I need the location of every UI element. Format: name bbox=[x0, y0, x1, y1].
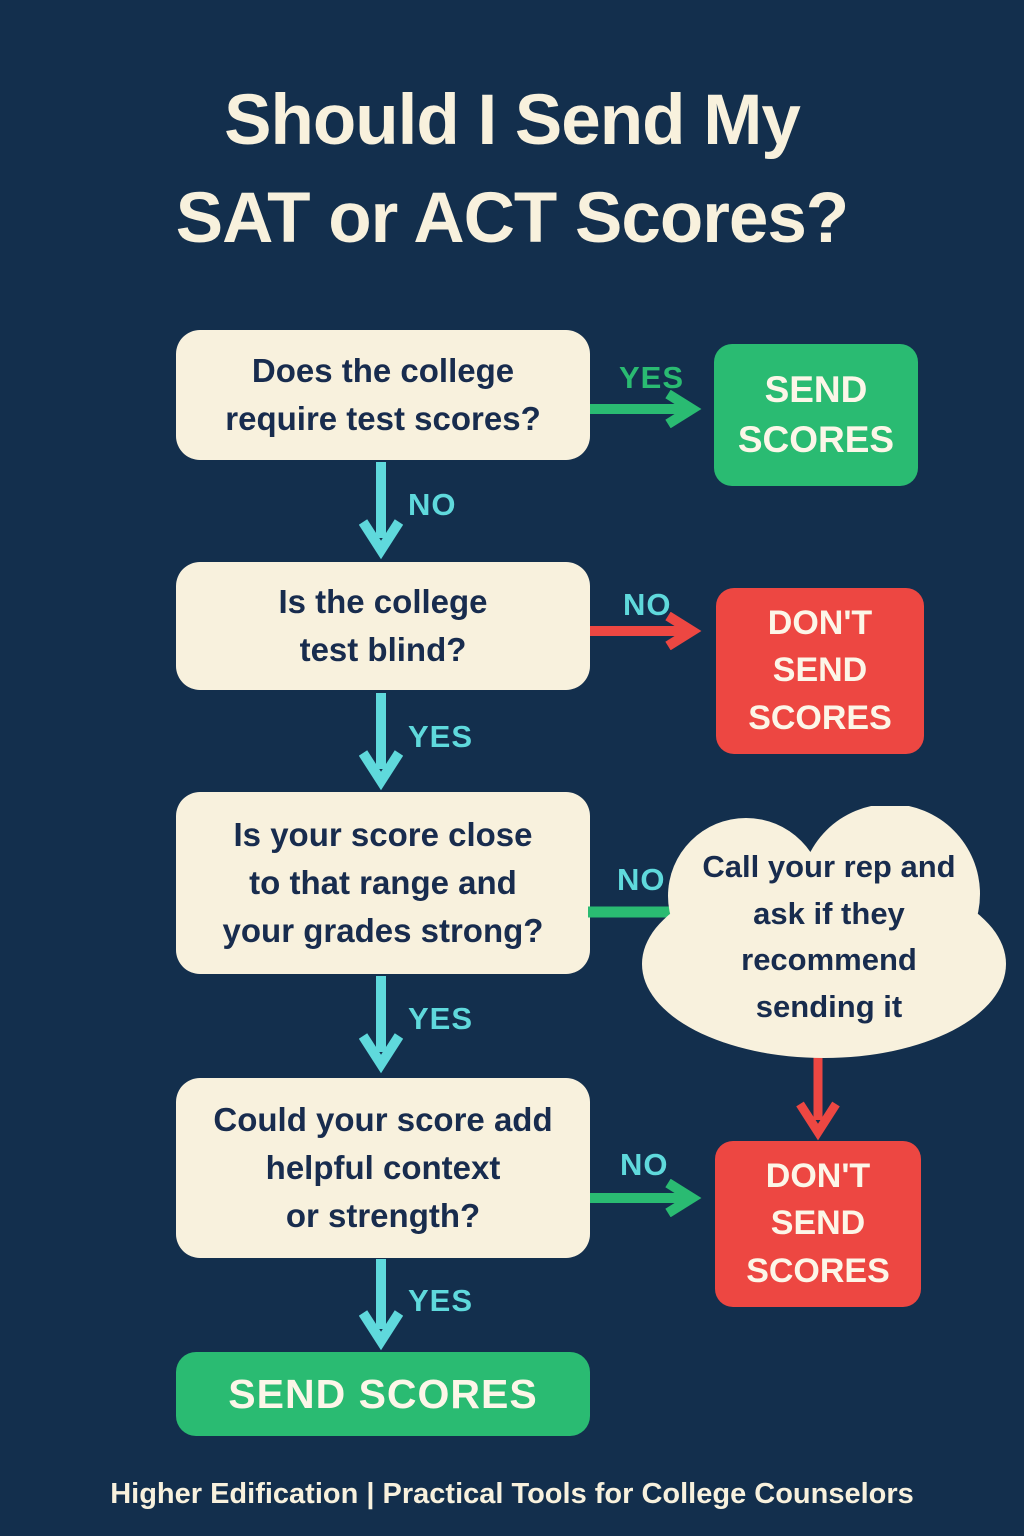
arrow-right-icon bbox=[588, 612, 710, 650]
result-send-scores-top: SEND SCORES bbox=[714, 344, 918, 486]
footer-credit: Higher Edification | Practical Tools for… bbox=[110, 1478, 914, 1510]
arrow-down-icon bbox=[359, 976, 403, 1074]
question-box-helpful-context: Could your score add helpful context or … bbox=[176, 1078, 590, 1258]
edge-label-q3-no: NO bbox=[617, 862, 666, 897]
arrow-right-icon bbox=[588, 390, 710, 428]
cloud-shape bbox=[642, 806, 1006, 1058]
edge-label-q1-yes: YES bbox=[619, 360, 685, 395]
edge-label-q2-no: NO bbox=[623, 587, 672, 622]
callout-cloud: Call your rep and ask if they recommend … bbox=[628, 806, 1022, 1062]
result-send-scores-bottom: SEND SCORES bbox=[176, 1352, 590, 1436]
edge-label-q4-no: NO bbox=[620, 1147, 669, 1182]
question-box-score-in-range: Is your score close to that range and yo… bbox=[176, 792, 590, 974]
edge-label-q1-no: NO bbox=[408, 487, 457, 522]
poster-title: Should I Send My SAT or ACT Scores? bbox=[175, 81, 849, 258]
arrow-down-icon bbox=[796, 1054, 840, 1142]
arrow-down-icon bbox=[359, 1259, 403, 1351]
result-dont-send-scores-1: DON'T SEND SCORES bbox=[716, 588, 924, 754]
edge-label-q4-yes: YES bbox=[408, 1283, 474, 1318]
question-box-require-scores: Does the college require test scores? bbox=[176, 330, 590, 460]
result-dont-send-scores-2: DON'T SEND SCORES bbox=[715, 1141, 921, 1307]
arrow-down-icon bbox=[359, 693, 403, 791]
callout-cloud-text: Call your rep and ask if they recommend … bbox=[702, 849, 956, 1024]
arrow-right-icon bbox=[588, 1179, 710, 1217]
question-box-test-blind: Is the college test blind? bbox=[176, 562, 590, 690]
edge-label-q2-yes: YES bbox=[408, 719, 474, 754]
arrow-down-icon bbox=[359, 462, 403, 560]
edge-label-q3-yes: YES bbox=[408, 1001, 474, 1036]
